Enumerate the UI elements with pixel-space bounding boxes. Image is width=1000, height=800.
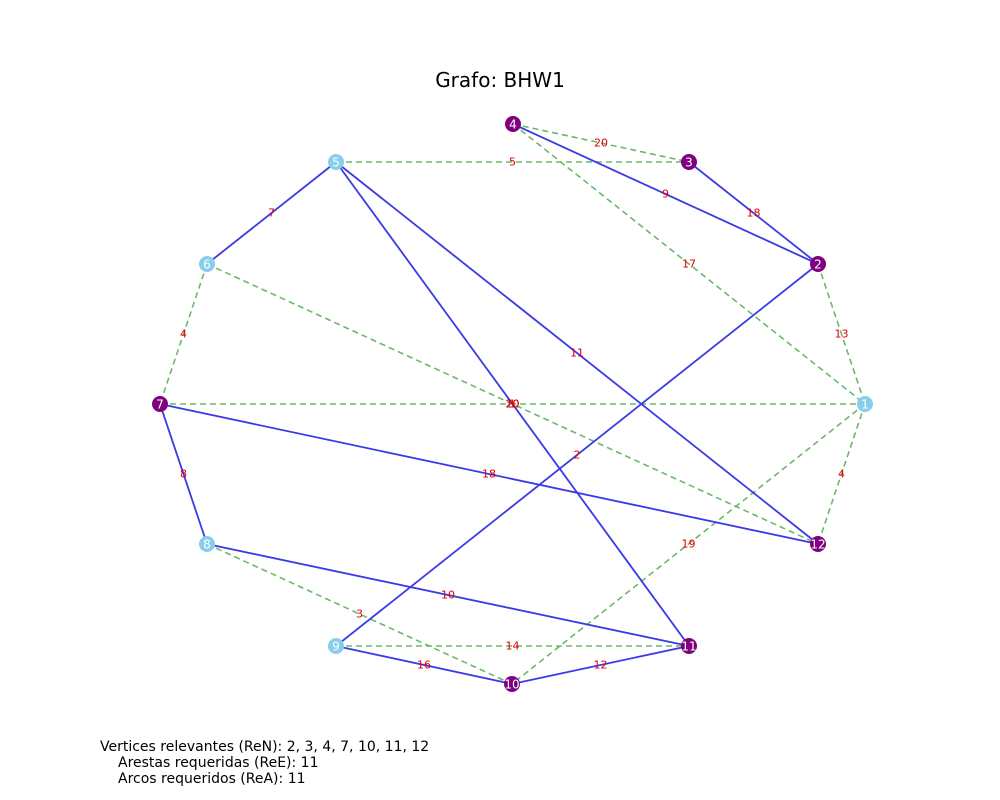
- arc-5-6: [206, 161, 337, 265]
- arc-label-9-10: 16: [417, 659, 431, 672]
- node-label-8: 8: [203, 538, 211, 552]
- node-1: 1: [857, 396, 873, 412]
- node-10: 10: [504, 676, 520, 692]
- edge-label-8-10: 3: [356, 608, 363, 621]
- arc-8-11: [206, 543, 690, 647]
- edge-2-1: [817, 263, 866, 405]
- arc-label-10-11: 12: [594, 659, 608, 672]
- arcs-layer: [159, 123, 819, 685]
- node-label-2: 2: [814, 258, 822, 272]
- arc-label-7-8: 8: [180, 468, 187, 481]
- required-arcs-text: Arcos requeridos (ReA): 11: [118, 771, 306, 787]
- arc-label-3-2: 18: [747, 207, 761, 220]
- edge-label-5-3: 5: [509, 156, 516, 169]
- arc-9-10: [335, 645, 513, 685]
- edge-4-3: [512, 123, 690, 163]
- edge-label-4-3: 20: [594, 137, 608, 150]
- arc-5-11: [335, 161, 690, 647]
- required-edges-text: Arestas requeridas (ReE): 11: [118, 755, 319, 771]
- arc-7-12: [159, 403, 819, 545]
- edge-label-6-7: 4: [180, 328, 187, 341]
- node-6: 6: [199, 256, 215, 272]
- edge-1-10: [511, 403, 866, 685]
- node-label-10: 10: [504, 678, 519, 692]
- node-label-11: 11: [681, 640, 696, 654]
- arc-10-11: [511, 645, 690, 685]
- node-label-6: 6: [203, 258, 211, 272]
- node-5: 5: [328, 154, 344, 170]
- node-label-7: 7: [156, 398, 164, 412]
- edge-1-12: [817, 403, 866, 545]
- node-3: 3: [681, 154, 697, 170]
- relevant-vertices-text: Vertices relevantes (ReN): 2, 3, 4, 7, 1…: [100, 739, 430, 755]
- edge-label-7-1: 10: [506, 398, 520, 411]
- node-7: 7: [152, 396, 168, 412]
- node-label-1: 1: [861, 398, 869, 412]
- arc-label-7-12: 18: [482, 468, 496, 481]
- edge-6-12: [206, 263, 819, 545]
- edge-label-9-11: 14: [506, 640, 520, 653]
- node-4: 4: [505, 116, 521, 132]
- arc-2-9: [335, 263, 819, 647]
- node-12: 12: [810, 536, 826, 552]
- arc-label-4-2: 9: [662, 188, 669, 201]
- edge-label-1-10: 19: [682, 538, 696, 551]
- node-11: 11: [681, 638, 697, 654]
- arc-label-5-12: 11: [570, 347, 584, 360]
- node-label-9: 9: [332, 640, 340, 654]
- arc-3-2: [688, 161, 819, 265]
- edge-8-10: [206, 543, 513, 685]
- edge-label-4-1: 17: [682, 258, 696, 271]
- edge-label-2-1: 13: [835, 328, 849, 341]
- edge-6-7: [159, 263, 208, 405]
- edge-4-1: [512, 123, 866, 405]
- node-2: 2: [810, 256, 826, 272]
- node-label-12: 12: [810, 538, 825, 552]
- edge-label-1-12: 4: [838, 468, 845, 481]
- edge-label-6-12: 20: [506, 398, 520, 411]
- node-9: 9: [328, 638, 344, 654]
- graph-title: Grafo: BHW1: [435, 68, 565, 92]
- node-label-4: 4: [509, 118, 517, 132]
- node-label-3: 3: [685, 156, 693, 170]
- graph-info: Vertices relevantes (ReN): 2, 3, 4, 7, 1…: [100, 739, 429, 787]
- arc-4-2: [512, 123, 819, 265]
- node-label-5: 5: [332, 156, 340, 170]
- arc-label-5-11: 1: [509, 398, 516, 411]
- arc-5-12: [335, 161, 819, 545]
- arc-7-8: [159, 403, 208, 545]
- arc-label-5-6: 7: [268, 207, 275, 220]
- node-8: 8: [199, 536, 215, 552]
- arc-label-2-9: 2: [574, 449, 581, 462]
- arc-label-8-11: 10: [441, 589, 455, 602]
